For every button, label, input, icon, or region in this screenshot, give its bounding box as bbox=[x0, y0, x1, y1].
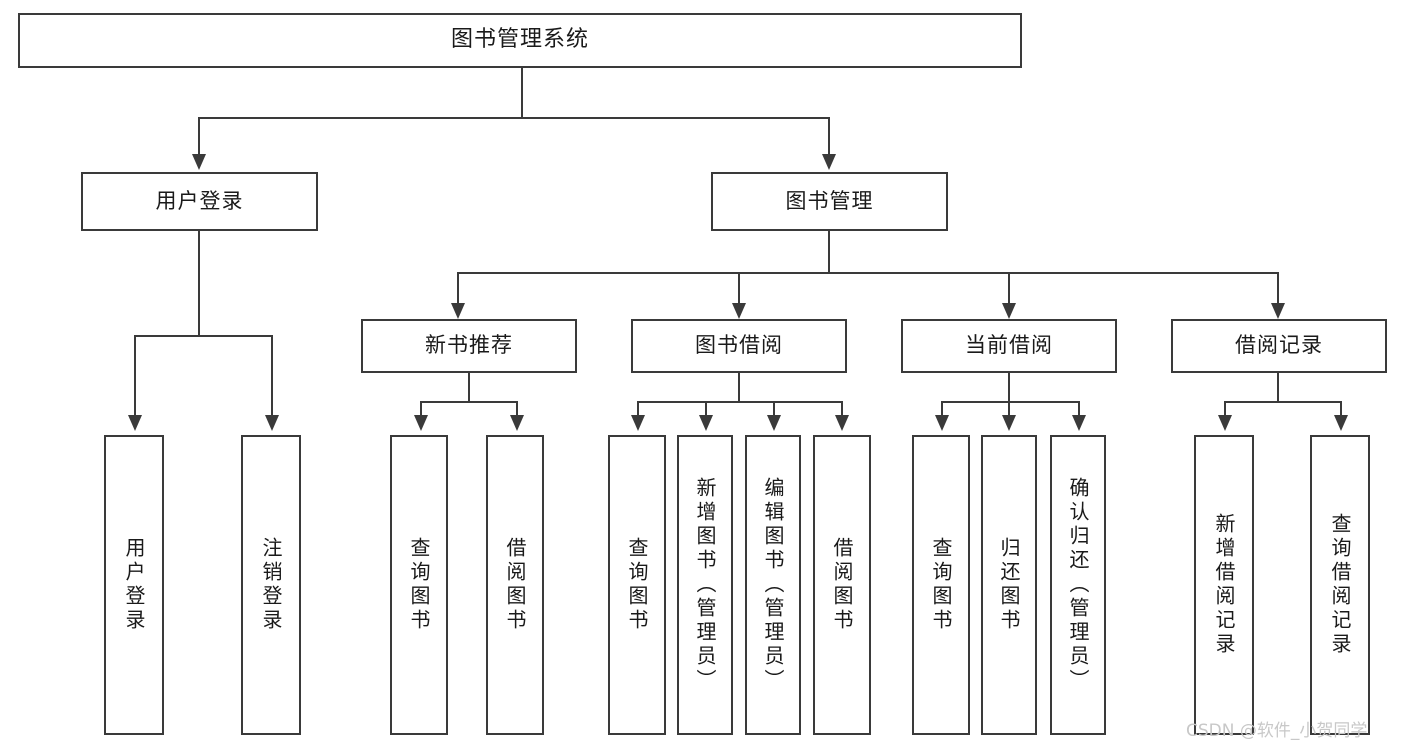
node-new-book-recommend[interactable]: 新书推荐 bbox=[361, 319, 577, 373]
connector-new-book-drop-1 bbox=[420, 401, 422, 417]
node-book-borrow[interactable]: 图书借阅 bbox=[631, 319, 847, 373]
arrow-to-leaf-query-book-1 bbox=[414, 415, 428, 431]
connector-current-borrow-drop-3 bbox=[1078, 401, 1080, 417]
connector-borrow-record-stem bbox=[1277, 373, 1279, 401]
leaf-query-book-borrow[interactable]: 查询图书 bbox=[608, 435, 666, 735]
connector-level1-left-drop bbox=[198, 117, 200, 156]
leaf-add-borrow-record[interactable]: 新增借阅记录 bbox=[1194, 435, 1254, 735]
connector-root-stem bbox=[521, 68, 523, 117]
leaf-label: 新增图书（管理员） bbox=[693, 477, 717, 693]
connector-book-management-stem bbox=[828, 231, 830, 272]
connector-new-book-bar bbox=[420, 401, 518, 403]
leaf-label: 用户登录 bbox=[122, 537, 146, 633]
connector-book-borrow-drop-1 bbox=[637, 401, 639, 417]
connector-user-login-drop-1 bbox=[134, 335, 136, 417]
node-label: 新书推荐 bbox=[425, 333, 513, 358]
arrow-to-book-borrow bbox=[732, 303, 746, 319]
arrow-to-leaf-return-book bbox=[1002, 415, 1016, 431]
csdn-watermark: CSDN @软件_小贺同学 bbox=[1186, 721, 1368, 741]
arrow-to-leaf-user-login bbox=[128, 415, 142, 431]
node-label: 用户登录 bbox=[155, 188, 244, 213]
arrow-to-new-book-recommend bbox=[451, 303, 465, 319]
node-label: 当前借阅 bbox=[965, 333, 1053, 358]
connector-borrow-record-drop-2 bbox=[1340, 401, 1342, 417]
arrow-to-leaf-confirm-return bbox=[1072, 415, 1086, 431]
node-user-login[interactable]: 用户登录 bbox=[81, 172, 318, 231]
connector-current-borrow-drop-1 bbox=[941, 401, 943, 417]
connector-user-login-stem bbox=[198, 231, 200, 335]
connector-user-login-drop-2 bbox=[271, 335, 273, 417]
leaf-logout-login[interactable]: 注销登录 bbox=[241, 435, 301, 735]
connector-new-book-drop-2 bbox=[516, 401, 518, 417]
leaf-label: 借阅图书 bbox=[830, 537, 854, 633]
leaf-label: 新增借阅记录 bbox=[1212, 513, 1236, 657]
arrow-to-leaf-edit-book bbox=[767, 415, 781, 431]
arrow-to-book-management bbox=[822, 154, 836, 170]
connector-book-borrow-drop-3 bbox=[773, 401, 775, 417]
node-label: 借阅记录 bbox=[1235, 333, 1323, 358]
arrow-to-current-borrow bbox=[1002, 303, 1016, 319]
leaf-borrow-book-recommend[interactable]: 借阅图书 bbox=[486, 435, 544, 735]
node-label: 图书借阅 bbox=[695, 333, 783, 358]
node-label: 图书管理系统 bbox=[450, 27, 589, 53]
node-current-borrow[interactable]: 当前借阅 bbox=[901, 319, 1117, 373]
arrow-to-leaf-query-book-3 bbox=[935, 415, 949, 431]
arrow-to-borrow-record bbox=[1271, 303, 1285, 319]
node-root-system[interactable]: 图书管理系统 bbox=[18, 13, 1022, 68]
connector-borrow-record-bar bbox=[1224, 401, 1342, 403]
leaf-query-book-recommend[interactable]: 查询图书 bbox=[390, 435, 448, 735]
connector-current-borrow-stem bbox=[1008, 373, 1010, 401]
leaf-label: 查询借阅记录 bbox=[1328, 513, 1352, 657]
arrow-to-leaf-add-record bbox=[1218, 415, 1232, 431]
leaf-label: 查询图书 bbox=[625, 537, 649, 633]
arrow-to-user-login bbox=[192, 154, 206, 170]
node-label: 图书管理 bbox=[785, 188, 874, 213]
leaf-confirm-return[interactable]: 确认归还（管理员） bbox=[1050, 435, 1106, 735]
connector-level2-drop-4 bbox=[1277, 272, 1279, 305]
leaf-label: 借阅图书 bbox=[503, 537, 527, 633]
connector-level2-drop-1 bbox=[457, 272, 459, 305]
leaf-label: 确认归还（管理员） bbox=[1066, 477, 1090, 693]
connector-user-login-bar bbox=[134, 335, 273, 337]
connector-current-borrow-bar bbox=[941, 401, 1080, 403]
leaf-edit-book[interactable]: 编辑图书（管理员） bbox=[745, 435, 801, 735]
leaf-label: 查询图书 bbox=[407, 537, 431, 633]
connector-book-borrow-drop-2 bbox=[705, 401, 707, 417]
connector-borrow-record-drop-1 bbox=[1224, 401, 1226, 417]
connector-book-borrow-drop-4 bbox=[841, 401, 843, 417]
leaf-query-borrow-record[interactable]: 查询借阅记录 bbox=[1310, 435, 1370, 735]
arrow-to-leaf-query-book-2 bbox=[631, 415, 645, 431]
arrow-to-leaf-borrow-book-2 bbox=[835, 415, 849, 431]
connector-level1-bar bbox=[198, 117, 830, 119]
leaf-return-book[interactable]: 归还图书 bbox=[981, 435, 1037, 735]
leaf-user-login[interactable]: 用户登录 bbox=[104, 435, 164, 735]
arrow-to-leaf-borrow-book-1 bbox=[510, 415, 524, 431]
leaf-label: 编辑图书（管理员） bbox=[761, 477, 785, 693]
leaf-label: 归还图书 bbox=[997, 537, 1021, 633]
connector-level2-bar bbox=[457, 272, 1279, 274]
leaf-add-book[interactable]: 新增图书（管理员） bbox=[677, 435, 733, 735]
leaf-query-book-current[interactable]: 查询图书 bbox=[912, 435, 970, 735]
connector-current-borrow-drop-2 bbox=[1008, 401, 1010, 417]
arrow-to-leaf-add-book bbox=[699, 415, 713, 431]
leaf-label: 查询图书 bbox=[929, 537, 953, 633]
connector-level1-right-drop bbox=[828, 117, 830, 156]
leaf-label: 注销登录 bbox=[259, 537, 283, 633]
connector-book-borrow-stem bbox=[738, 373, 740, 401]
arrow-to-leaf-query-record bbox=[1334, 415, 1348, 431]
connector-book-borrow-bar bbox=[637, 401, 843, 403]
connector-level2-drop-3 bbox=[1008, 272, 1010, 305]
connector-level2-drop-2 bbox=[738, 272, 740, 305]
arrow-to-leaf-logout-login bbox=[265, 415, 279, 431]
node-borrow-record[interactable]: 借阅记录 bbox=[1171, 319, 1387, 373]
leaf-borrow-book[interactable]: 借阅图书 bbox=[813, 435, 871, 735]
connector-new-book-stem bbox=[468, 373, 470, 401]
node-book-management[interactable]: 图书管理 bbox=[711, 172, 948, 231]
